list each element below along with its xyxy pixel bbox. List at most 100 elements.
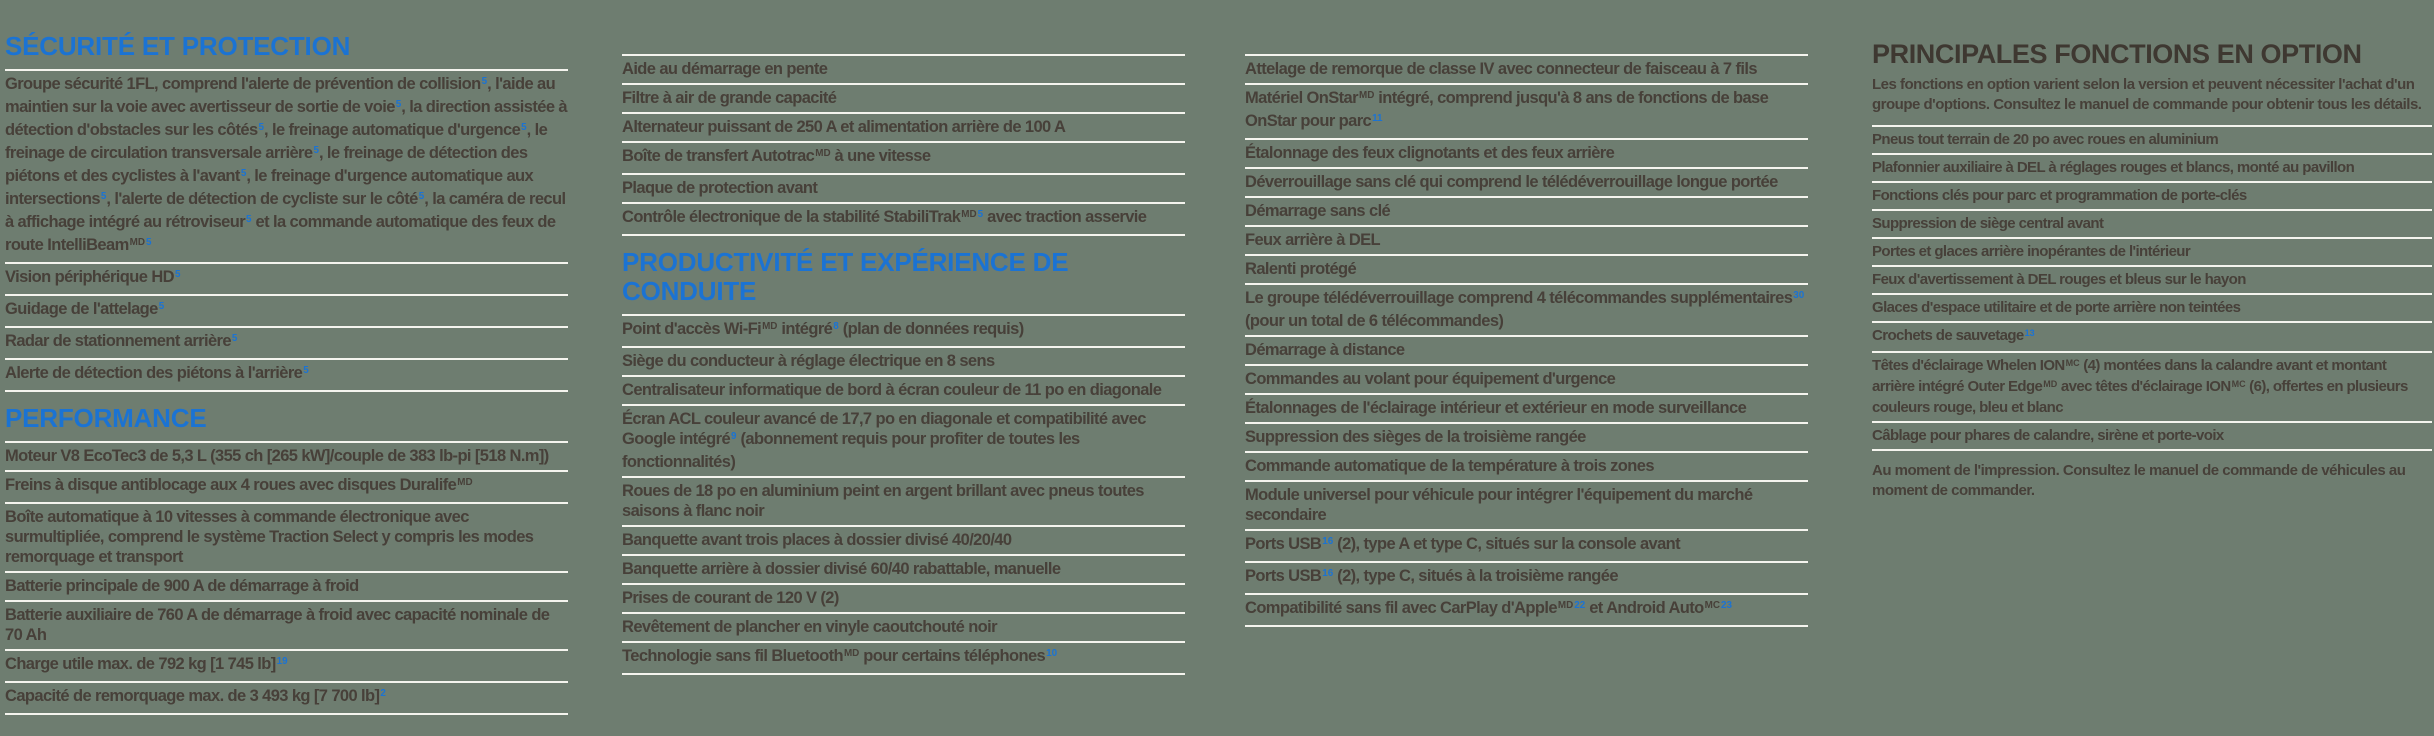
spec-item-text: et la commande automatique des feux de r…: [5, 213, 556, 254]
spec-item-text: (pour un total de 6 télécommandes): [1245, 312, 1504, 330]
spec-item-text: , le freinage de détection des piétons e…: [5, 144, 528, 185]
footnote-reference: 5: [158, 301, 165, 313]
footnote-reference: 19: [276, 656, 288, 668]
spec-item-text: Moteur V8 EcoTec3 de 5,3 L (355 ch [265 …: [5, 447, 549, 465]
spec-item: Banquette arrière à dossier divisé 60/40…: [622, 554, 1185, 583]
spec-item-text: , le freinage d'urgence automatique aux …: [5, 167, 534, 208]
spec-item: Compatibilité sans fil avec CarPlay d'Ap…: [1245, 593, 1808, 627]
spec-item: Alerte de détection des piétons à l'arri…: [5, 358, 568, 392]
column-productivite-suite: Attelage de remorque de classe IV avec c…: [1245, 54, 1808, 627]
footnote-reference: 2: [380, 688, 386, 700]
spec-item-text: Capacité de remorquage max. de 3 493 kg …: [5, 687, 380, 705]
footnote-reference: 5: [977, 209, 984, 221]
spec-item: Ralenti protégé: [1245, 254, 1808, 283]
footnote-reference: MD: [457, 477, 473, 489]
spec-item-text: intégré: [777, 320, 833, 338]
spec-item: Plaque de protection avant: [622, 173, 1185, 202]
spec-item-text: Freins à disque antiblocage aux 4 roues …: [5, 476, 457, 494]
spec-item-text: Siège du conducteur à réglage électrique…: [622, 352, 995, 370]
spec-item: Alternateur puissant de 250 A et aliment…: [622, 112, 1185, 141]
spec-item: Matériel OnStarMD intégré, comprend jusq…: [1245, 83, 1808, 138]
footnote-reference: MD: [762, 321, 778, 333]
footnote-reference: MC: [1704, 600, 1721, 612]
spec-item-text: avec traction asservie: [983, 208, 1147, 226]
spec-item-text: Revêtement de plancher en vinyle caoutch…: [622, 618, 998, 636]
spec-item-text: Compatibilité sans fil avec CarPlay d'Ap…: [1245, 599, 1558, 617]
footnote-reference: MD: [2043, 378, 2058, 389]
spec-item: Commandes au volant pour équipement d'ur…: [1245, 364, 1808, 393]
spec-item-text: Crochets de sauvetage: [1872, 327, 2024, 344]
spec-item-text: Feux arrière à DEL: [1245, 231, 1381, 249]
spec-item-text: Aide au démarrage en pente: [622, 60, 828, 78]
spec-item: Commande automatique de la température à…: [1245, 451, 1808, 480]
spec-item-text: Contrôle électronique de la stabilité St…: [622, 208, 961, 226]
spec-item: Roues de 18 po en aluminium peint en arg…: [622, 476, 1185, 525]
spec-item-text: , la direction assistée à détection d'ob…: [5, 98, 568, 139]
footnote-reference: 5: [481, 76, 488, 88]
spec-item-text: Vision périphérique HD: [5, 268, 175, 286]
spec-item-text: Filtre à air de grande capacité: [622, 89, 837, 107]
spec-item-text: Plafonnier auxiliaire à DEL à réglages r…: [1872, 159, 2355, 176]
section-header-performance: PERFORMANCE: [5, 403, 207, 433]
footnote-reference: 5: [146, 237, 152, 249]
footnote-reference: MD: [961, 209, 977, 221]
spec-item: Radar de stationnement arrière5: [5, 326, 568, 358]
spec-item: Revêtement de plancher en vinyle caoutch…: [622, 612, 1185, 641]
spec-item: Aide au démarrage en pente: [622, 54, 1185, 83]
spec-item: Plafonnier auxiliaire à DEL à réglages r…: [1872, 153, 2432, 181]
section-header-productivite-et-experience-de-conduite: PRODUCTIVITÉ ET EXPÉRIENCE DE CONDUITE: [622, 247, 1069, 306]
spec-item: Déverrouillage sans clé qui comprend le …: [1245, 167, 1808, 196]
spec-item-text: Feux d'avertissement à DEL rouges et ble…: [1872, 271, 2246, 288]
spec-item: Vision périphérique HD5: [5, 262, 568, 294]
spec-item-text: (6), offertes en plusieurs couleurs roug…: [1872, 378, 2408, 416]
spec-item: Suppression des sièges de la troisième r…: [1245, 422, 1808, 451]
spec-item-text: Ports USB: [1245, 535, 1322, 553]
spec-item-text: Point d'accès Wi-Fi: [622, 320, 762, 338]
spec-item-text: Charge utile max. de 792 kg [1 745 lb]: [5, 655, 276, 673]
spec-item-text: Centralisateur informatique de bord à éc…: [622, 381, 1162, 399]
footnote-reference: 10: [1046, 648, 1058, 660]
footnote-reference: 5: [240, 168, 247, 180]
spec-item-text: Alternateur puissant de 250 A et aliment…: [622, 118, 1066, 136]
spec-item: Ports USB16 (2), type C, situés à la tro…: [1245, 561, 1808, 593]
spec-item-text: à une vitesse: [830, 147, 931, 165]
spec-item-text: Pneus tout terrain de 20 po avec roues e…: [1872, 131, 2219, 148]
spec-item-text: Matériel OnStar: [1245, 89, 1359, 107]
spec-item-text: Batterie auxiliaire de 760 A de démarrag…: [5, 606, 550, 644]
spec-item: Portes et glaces arrière inopérantes de …: [1872, 237, 2432, 265]
footnote-reference: 23: [1721, 600, 1732, 612]
spec-item: Câblage pour phares de calandre, sirène …: [1872, 421, 2432, 451]
spec-item-text: (2), type C, situés à la troisième rangé…: [1333, 567, 1618, 585]
spec-item: Feux arrière à DEL: [1245, 225, 1808, 254]
spec-item: Centralisateur informatique de bord à éc…: [622, 375, 1185, 404]
spec-item: Boîte automatique à 10 vitesses à comman…: [5, 502, 568, 571]
spec-item: Démarrage à distance: [1245, 335, 1808, 364]
spec-item-text: (abonnement requis pour profiter de tout…: [622, 430, 1080, 471]
spec-item: Batterie auxiliaire de 760 A de démarrag…: [5, 600, 568, 649]
spec-item: Banquette avant trois places à dossier d…: [622, 525, 1185, 554]
spec-item: Guidage de l'attelage5: [5, 294, 568, 326]
spec-item-text: (plan de données requis): [838, 320, 1025, 338]
spec-item: Glaces d'espace utilitaire et de porte a…: [1872, 293, 2432, 321]
spec-item-text: Batterie principale de 900 A de démarrag…: [5, 577, 359, 595]
footnote-reference: 9: [731, 431, 737, 443]
spec-item-text: Écran ACL couleur avancé de 17,7 po en d…: [622, 410, 1146, 448]
spec-item-text: Déverrouillage sans clé qui comprend le …: [1245, 173, 1778, 191]
spec-item-text: Prises de courant de 120 V (2): [622, 589, 839, 607]
footnote-reference: 11: [1372, 113, 1383, 125]
spec-item-text: Banquette arrière à dossier divisé 60/40…: [622, 560, 1061, 578]
spec-item: Fonctions clés pour parc et programmatio…: [1872, 181, 2432, 209]
footnote-reference: 5: [418, 191, 425, 203]
spec-item: Freins à disque antiblocage aux 4 roues …: [5, 470, 568, 502]
spec-item: Le groupe télédéverrouillage comprend 4 …: [1245, 283, 1808, 335]
spec-item-text: (4) montées dans la calandre avant et mo…: [1872, 357, 2387, 395]
footnote-text: Au moment de l'impression. Consultez le …: [1872, 462, 2406, 499]
spec-item-text: , la caméra de recul à affichage intégré…: [5, 190, 566, 231]
spec-item-text: et Android Auto: [1585, 599, 1704, 617]
spec-item: Têtes d'éclairage Whelen IONMC (4) monté…: [1872, 351, 2432, 421]
spec-item-text: Démarrage à distance: [1245, 341, 1405, 359]
footnote-reference: MD: [1358, 90, 1375, 102]
spec-item-text: Commande automatique de la température à…: [1245, 457, 1655, 475]
